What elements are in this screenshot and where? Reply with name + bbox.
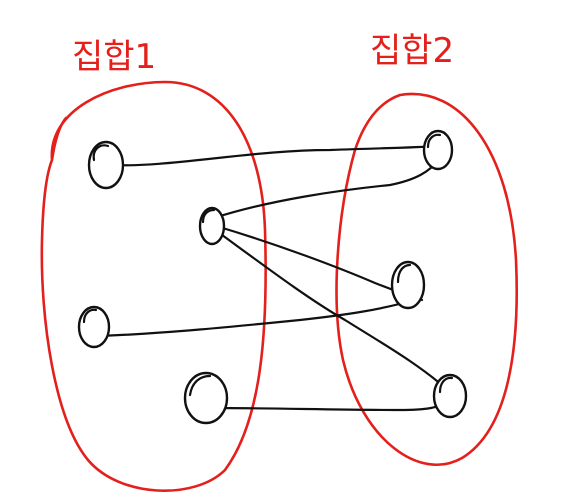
edge-a3-b2 (96, 298, 416, 338)
node-a3 (77, 305, 111, 349)
nodes-layer (77, 129, 468, 425)
edges-layer (96, 144, 454, 412)
edge-a2-b1 (212, 156, 442, 220)
set-1-outline (40, 80, 267, 492)
edge-a2-b3 (216, 230, 452, 394)
edge-a4-b3 (208, 398, 454, 412)
node-b2 (390, 260, 426, 310)
node-b1 (422, 129, 454, 171)
set-2-outline (335, 92, 519, 467)
node-a4 (183, 371, 229, 425)
set-2-label: 집합2 (370, 31, 454, 71)
edge-a1-b1 (106, 144, 440, 167)
node-b3 (432, 373, 468, 419)
node-a2 (198, 206, 226, 246)
node-a1 (87, 140, 125, 190)
set-1-label: 집합1 (72, 37, 156, 77)
